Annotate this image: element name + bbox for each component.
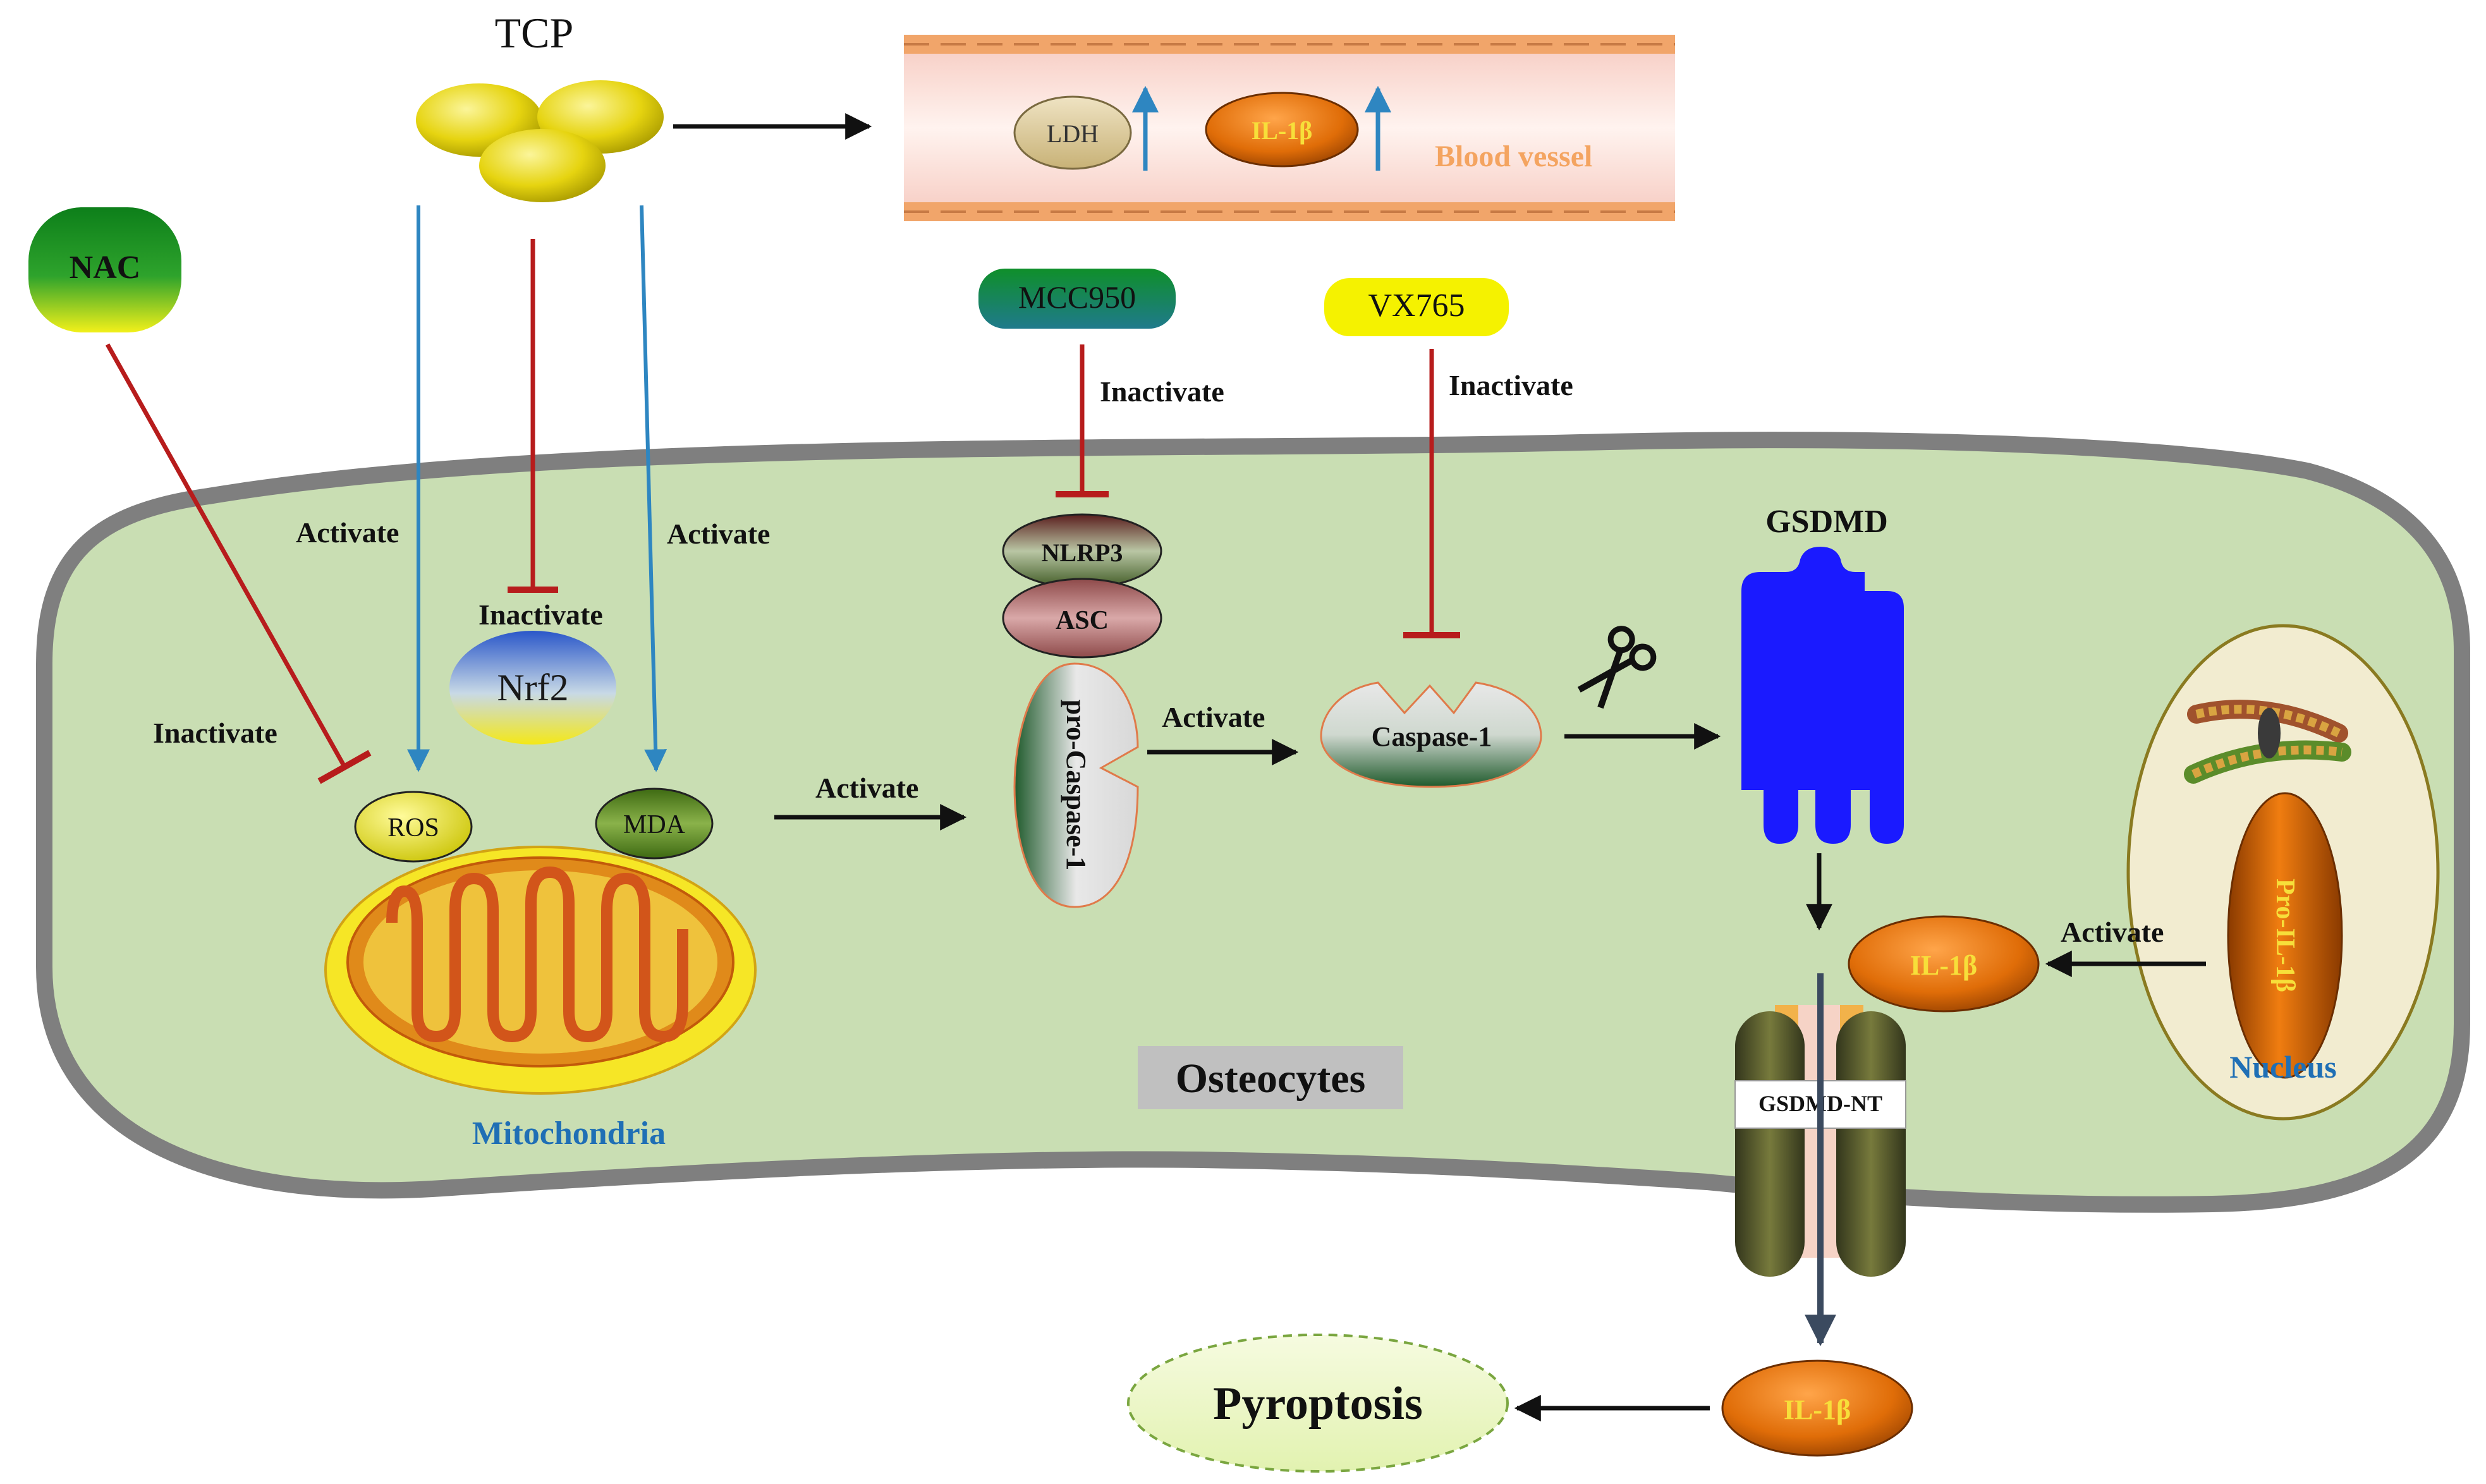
il1b-vessel-label: IL-1β <box>1252 116 1313 145</box>
mda-node <box>595 788 714 860</box>
vx765-box <box>1324 278 1509 336</box>
il1b-released-molecule <box>1721 1359 1913 1457</box>
ros-label: ROS <box>387 813 439 842</box>
caspase-1-node: Caspase-1 <box>1320 681 1542 788</box>
nucleus: Pro-IL-1β Nucleus <box>2126 624 2440 1121</box>
gsdmd-protein <box>1741 547 1904 844</box>
nlrp3-label: NLRP3 <box>1042 538 1123 567</box>
il1b-released-label: IL-1β <box>1784 1394 1851 1425</box>
nrf2-label: Nrf2 <box>497 667 568 709</box>
ldh-label: LDH <box>1047 119 1099 148</box>
nac-box <box>28 207 181 332</box>
pro-caspase-1-node: pro-Caspase-1 <box>1013 662 1139 908</box>
mitochondria-label: Mitochondria <box>472 1116 666 1152</box>
activate-nucleus-label: Activate <box>2061 916 2164 948</box>
asc-node <box>1002 578 1162 659</box>
inactivate-nrf2-label: Inactivate <box>478 599 603 631</box>
gsdmd-label: GSDMD <box>1765 504 1888 540</box>
inactivate-mcc950-label: Inactivate <box>1100 375 1224 408</box>
nac-inhibit-ros-line <box>105 343 347 768</box>
mda-label: MDA <box>623 810 686 839</box>
nucleus-label: Nucleus <box>2229 1049 2336 1085</box>
asc-label: ASC <box>1056 606 1109 635</box>
mcc950-box <box>978 269 1176 329</box>
tcp-particles: TCP <box>416 9 664 202</box>
blood-vessel-label: Blood vessel <box>1435 140 1592 173</box>
pro-il1b-label: Pro-IL-1β <box>2270 879 2300 992</box>
inactivate-vx765-label: Inactivate <box>1449 369 1573 401</box>
ros-node <box>354 791 473 863</box>
vx765-label: VX765 <box>1368 288 1465 324</box>
mitochondria <box>324 846 757 1095</box>
pro-caspase-1-label: pro-Caspase-1 <box>1061 700 1092 871</box>
mitochondria-cristae <box>386 867 688 1042</box>
nac-inhibit-ros-bar <box>317 750 372 784</box>
mcc950-label: MCC950 <box>1018 279 1136 315</box>
nrf2-node <box>449 631 616 745</box>
activate-ros-label: Activate <box>296 516 399 549</box>
pyroptosis-node <box>1127 1334 1509 1473</box>
tcp-label: TCP <box>495 9 574 57</box>
il1b-inside-label: IL-1β <box>1910 950 1977 981</box>
scissors-icon <box>1577 626 1657 709</box>
tcp-activate-mda-arrow <box>640 205 667 772</box>
pro-il1b-molecule <box>2227 792 2343 1079</box>
blood-vessel: LDH IL-1β Blood vessel <box>904 35 1675 221</box>
pyroptosis-label: Pyroptosis <box>1213 1378 1423 1430</box>
chromosome-icon <box>2184 700 2351 784</box>
activate-procasp-label: Activate <box>1162 701 1265 733</box>
activate-mda-label: Activate <box>667 518 770 550</box>
activate-mito-label: Activate <box>815 772 918 804</box>
ldh-molecule <box>1013 95 1132 170</box>
caspase-1-label: Caspase-1 <box>1372 721 1492 752</box>
inactivate-nac-label: Inactivate <box>153 717 277 749</box>
il1b-vessel-molecule <box>1205 92 1359 167</box>
nac-label: NAC <box>70 250 141 286</box>
osteocytes-label-box <box>1138 1046 1403 1109</box>
il1b-inside-molecule <box>1848 915 2040 1013</box>
osteocytes-label: Osteocytes <box>1176 1055 1366 1102</box>
